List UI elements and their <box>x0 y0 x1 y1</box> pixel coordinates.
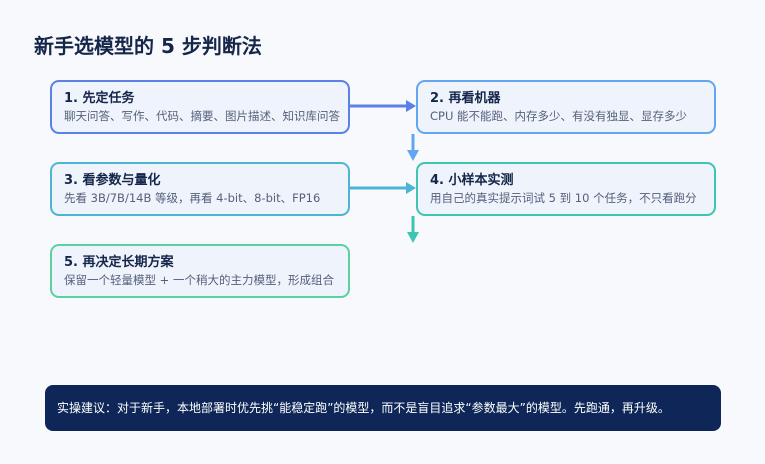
step-title: 4. 小样本实测 <box>430 173 514 188</box>
step-desc: 用自己的真实提示词试 5 到 10 个任务，不只看跑分 <box>430 191 697 205</box>
tip-banner: 实操建议：对于新手，本地部署时优先挑“能稳定跑”的模型，而不是盲目追求“参数最大… <box>45 385 721 431</box>
step-title: 1. 先定任务 <box>64 91 135 106</box>
arrow-1-to-2 <box>350 100 416 112</box>
step-desc: 保留一个轻量模型 + 一个稍大的主力模型，形成组合 <box>64 273 334 287</box>
step-desc: 先看 3B/7B/14B 等级，再看 4-bit、8-bit、FP16 <box>64 191 321 205</box>
step-title: 2. 再看机器 <box>430 91 501 106</box>
step-2-box: 2. 再看机器 CPU 能不能跑、内存多少、有没有独显、显存多少 <box>416 80 716 134</box>
arrow-4-down <box>407 216 419 243</box>
arrow-2-to-4 <box>407 134 419 161</box>
step-5-box: 5. 再决定长期方案 保留一个轻量模型 + 一个稍大的主力模型，形成组合 <box>50 244 350 298</box>
step-desc: 聊天问答、写作、代码、摘要、图片描述、知识库问答 <box>64 109 340 123</box>
step-title: 3. 看参数与量化 <box>64 173 161 188</box>
arrow-3-to-4 <box>350 182 416 194</box>
step-title: 5. 再决定长期方案 <box>64 255 174 270</box>
page-title: 新手选模型的 5 步判断法 <box>34 34 262 58</box>
step-4-box: 4. 小样本实测 用自己的真实提示词试 5 到 10 个任务，不只看跑分 <box>416 162 716 216</box>
step-3-box: 3. 看参数与量化 先看 3B/7B/14B 等级，再看 4-bit、8-bit… <box>50 162 350 216</box>
step-desc: CPU 能不能跑、内存多少、有没有独显、显存多少 <box>430 109 688 123</box>
step-1-box: 1. 先定任务 聊天问答、写作、代码、摘要、图片描述、知识库问答 <box>50 80 350 134</box>
